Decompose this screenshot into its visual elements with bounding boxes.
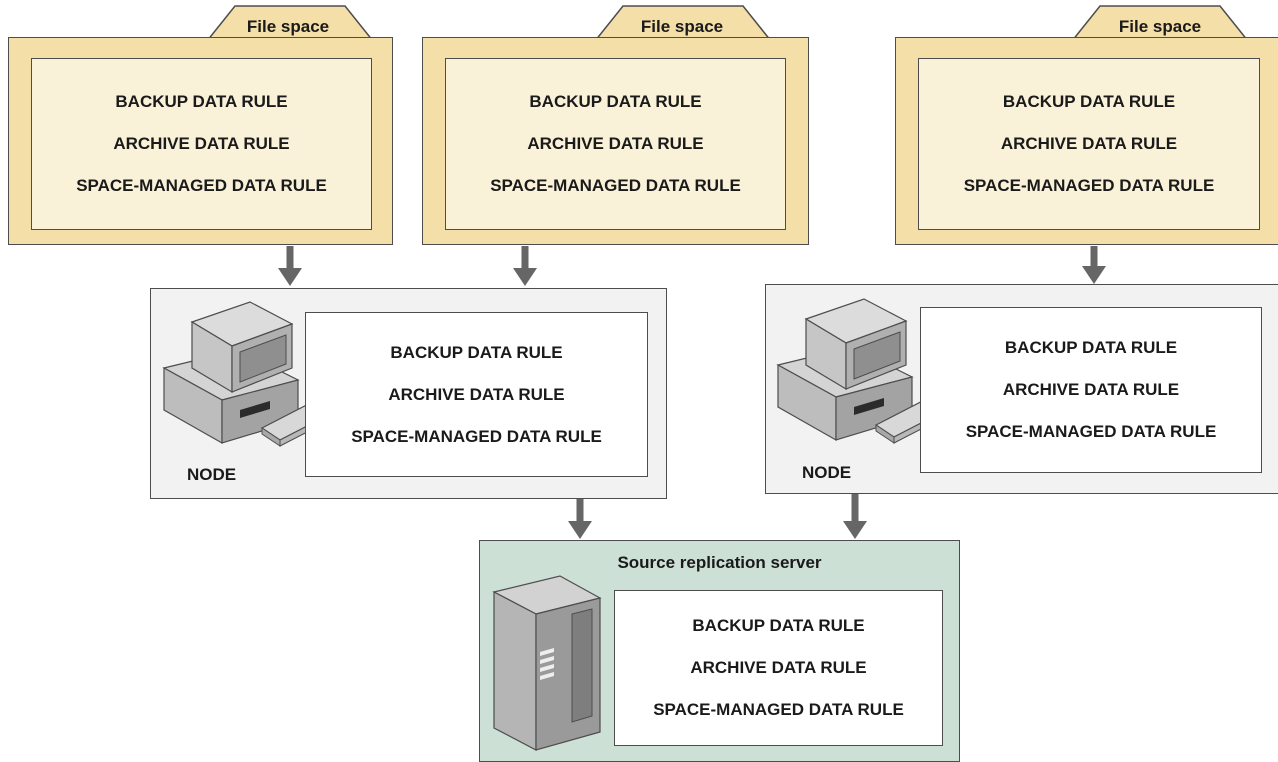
rule-space-managed: SPACE-MANAGED DATA RULE	[965, 422, 1217, 441]
rule-backup: BACKUP DATA RULE	[115, 92, 288, 111]
file-space-2-rules: BACKUP DATA RULE ARCHIVE DATA RULE SPACE…	[445, 58, 786, 230]
rule-space-managed: SPACE-MANAGED DATA RULE	[490, 176, 741, 195]
rule-backup: BACKUP DATA RULE	[1002, 92, 1176, 111]
rule-backup: BACKUP DATA RULE	[692, 616, 865, 635]
file-space-1-label: File space	[246, 17, 330, 36]
node-2-rules: BACKUP DATA RULE ARCHIVE DATA RULE SPACE…	[920, 307, 1262, 473]
arrow-down-icon	[843, 494, 867, 539]
rule-backup: BACKUP DATA RULE	[1004, 338, 1178, 357]
file-space-3-tab	[1071, 5, 1249, 42]
rule-archive: ARCHIVE DATA RULE	[527, 134, 704, 153]
file-space-1-rules: BACKUP DATA RULE ARCHIVE DATA RULE SPACE…	[31, 58, 372, 230]
rule-archive: ARCHIVE DATA RULE	[113, 134, 290, 153]
computer-icon	[776, 298, 962, 444]
file-space-2-tab	[594, 5, 772, 42]
rule-archive: ARCHIVE DATA RULE	[1000, 134, 1178, 153]
arrow-down-icon	[278, 246, 302, 286]
rule-space-managed: SPACE-MANAGED DATA RULE	[963, 176, 1215, 195]
file-space-3-rules: BACKUP DATA RULE ARCHIVE DATA RULE SPACE…	[918, 58, 1260, 230]
computer-icon	[162, 301, 348, 447]
file-space-3-label: File space	[1118, 17, 1202, 36]
arrow-down-icon	[1082, 246, 1106, 284]
rule-space-managed: SPACE-MANAGED DATA RULE	[653, 700, 904, 719]
rule-archive: ARCHIVE DATA RULE	[1002, 380, 1180, 399]
file-space-1-tab	[206, 5, 374, 42]
arrow-down-icon	[568, 499, 592, 539]
arrow-down-icon	[513, 246, 537, 286]
rule-backup: BACKUP DATA RULE	[390, 342, 563, 362]
rule-backup: BACKUP DATA RULE	[529, 92, 702, 111]
rule-archive: ARCHIVE DATA RULE	[690, 658, 867, 677]
rule-archive: ARCHIVE DATA RULE	[388, 384, 565, 404]
server-title: Source replication server	[617, 553, 822, 572]
rule-space-managed: SPACE-MANAGED DATA RULE	[76, 176, 327, 195]
node-1-rules: BACKUP DATA RULE ARCHIVE DATA RULE SPACE…	[305, 312, 648, 477]
node-1-label: NODE	[187, 465, 237, 484]
node-2-label: NODE	[802, 463, 852, 482]
server-rules: BACKUP DATA RULE ARCHIVE DATA RULE SPACE…	[614, 590, 943, 746]
file-space-2-label: File space	[640, 17, 724, 36]
rule-space-managed: SPACE-MANAGED DATA RULE	[351, 426, 602, 446]
server-cabinet-icon	[492, 575, 602, 751]
